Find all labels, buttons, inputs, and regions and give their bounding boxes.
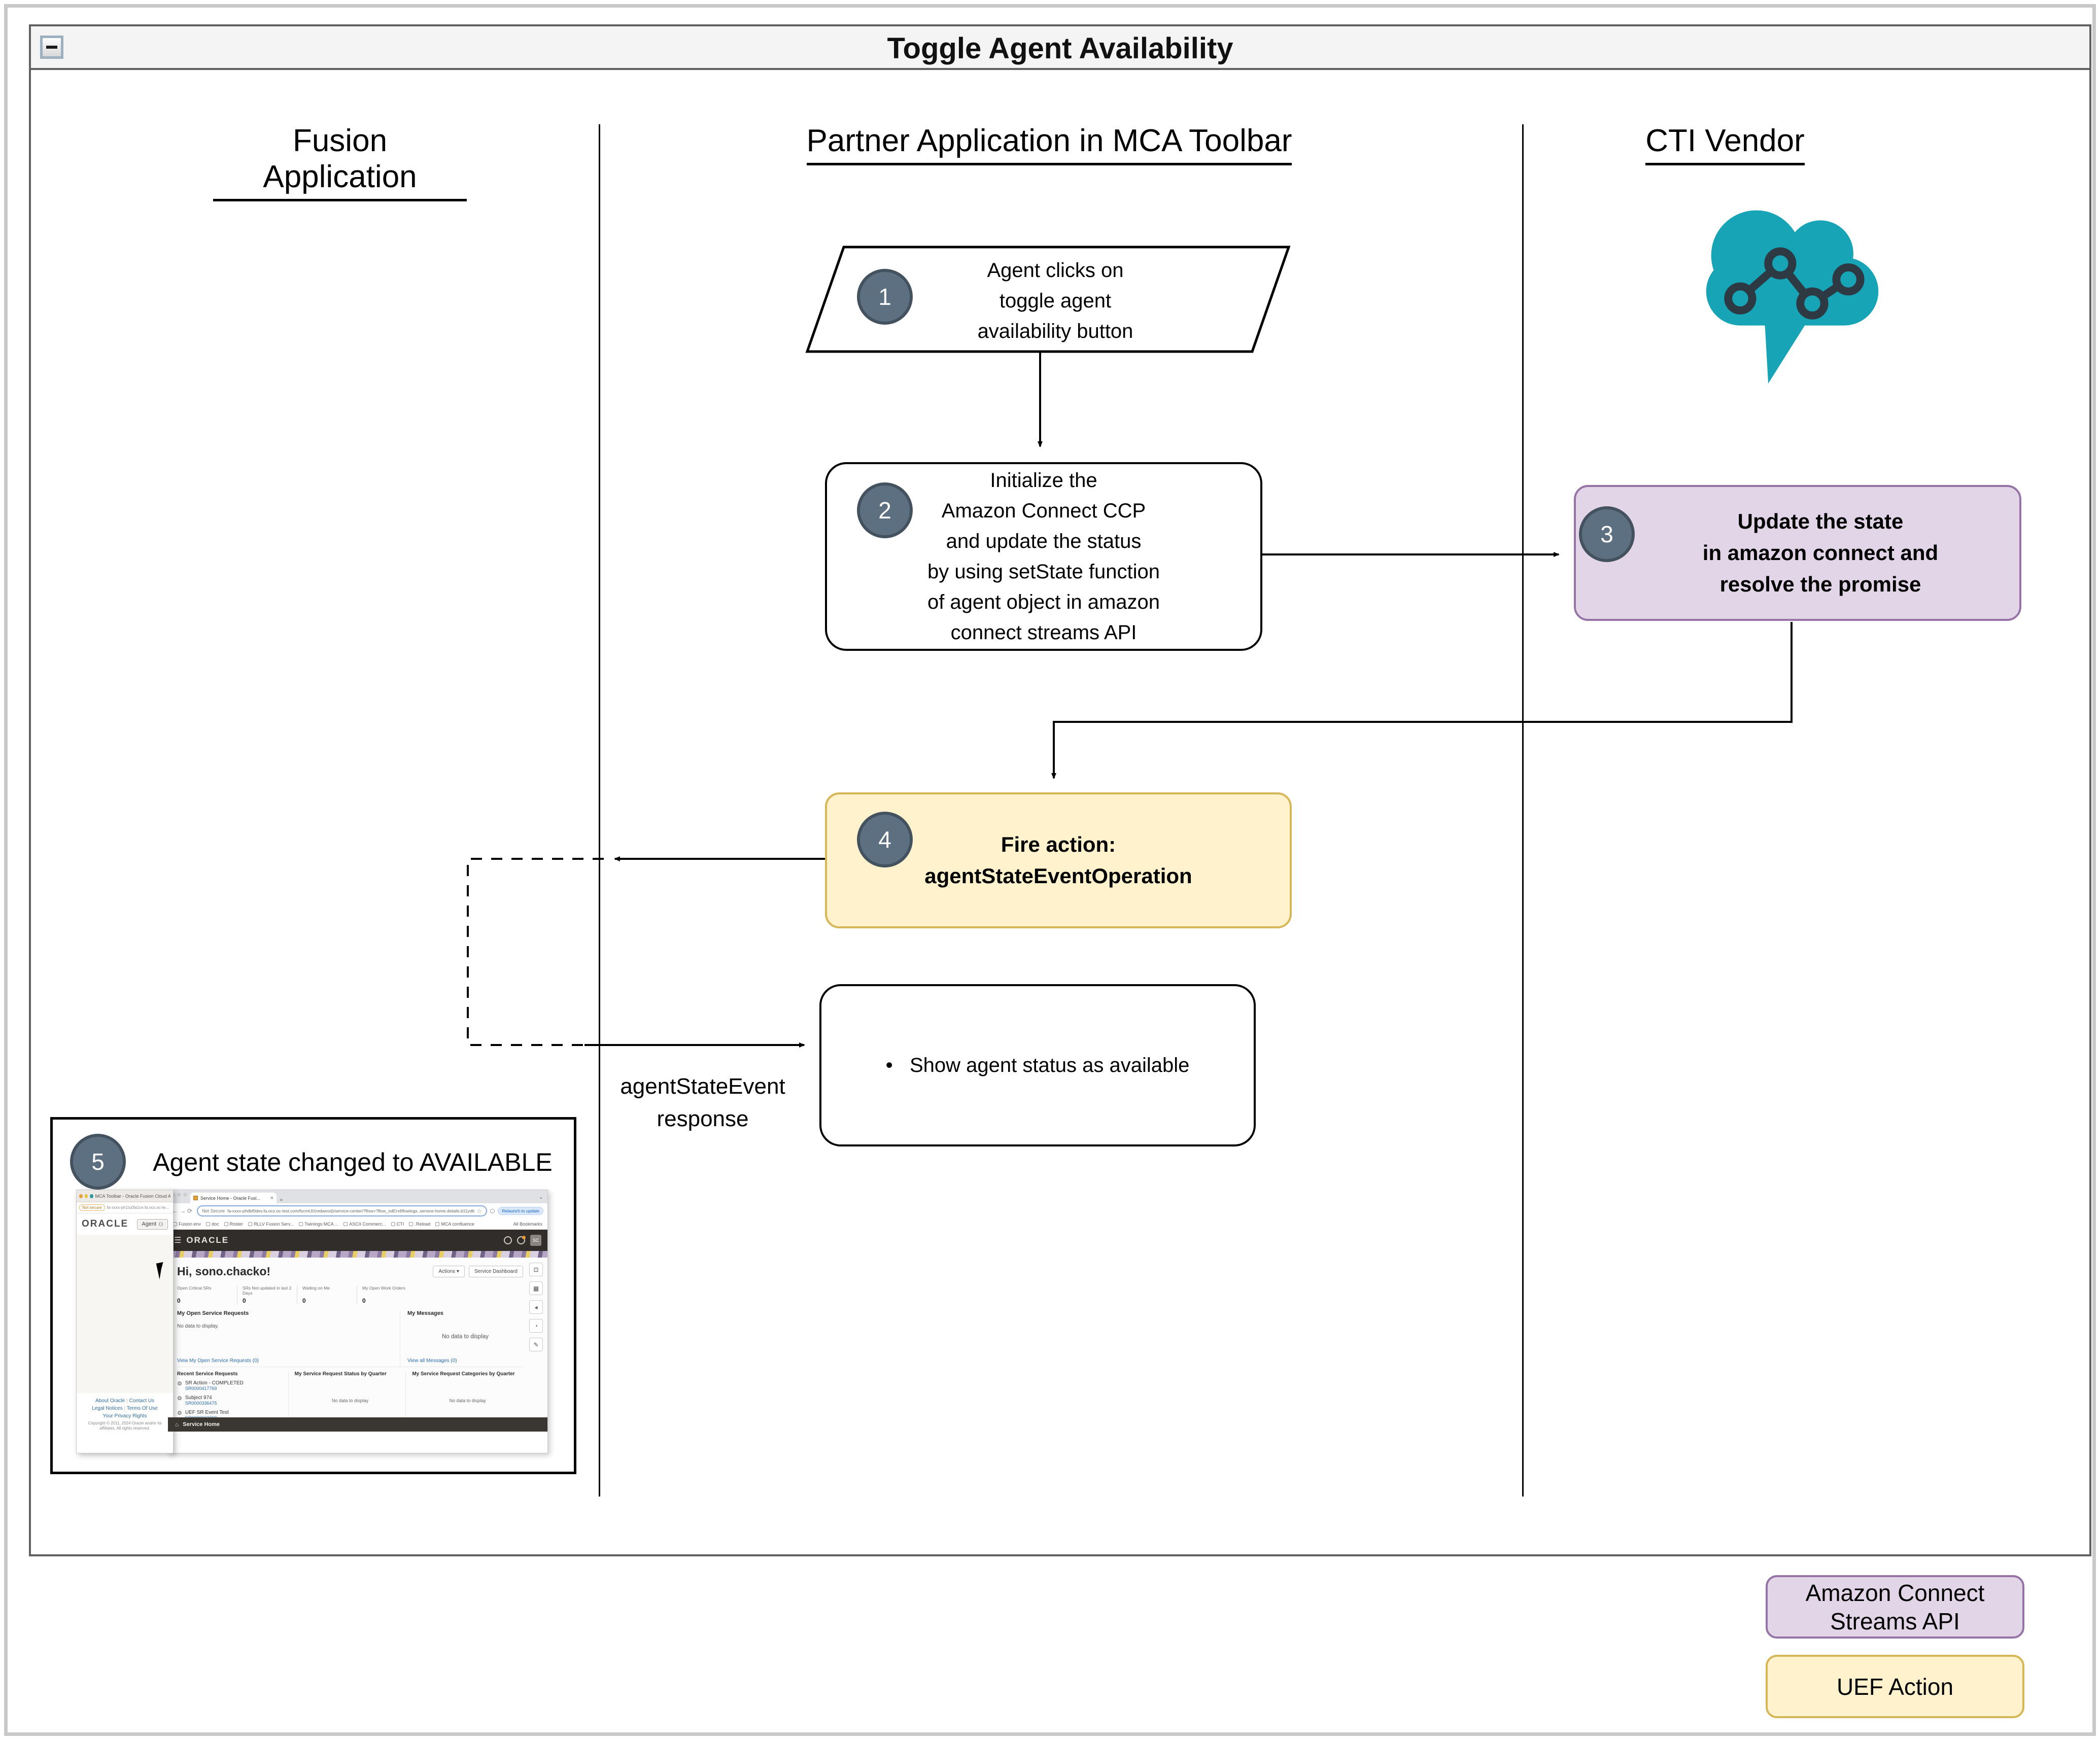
step2-number: 2 bbox=[878, 497, 891, 524]
browser-tab: Service Home - Oracle Fusi... × bbox=[190, 1193, 277, 1203]
bullet-glyph: • bbox=[885, 1054, 893, 1076]
diagram-title: Toggle Agent Availability bbox=[887, 31, 1233, 65]
legend-streams-api[interactable]: Amazon Connect Streams API bbox=[1766, 1575, 2024, 1639]
sr-icon: ⚙ bbox=[177, 1381, 182, 1387]
sr-status-section: My Service Request Status by Quarter No … bbox=[288, 1371, 406, 1432]
mca-toolbar-window: MCA Toolbar - Oracle Fusion Cloud Applic… bbox=[76, 1190, 174, 1453]
rail-contact-icon: ⊡ bbox=[529, 1263, 543, 1276]
side-rail: ⊡ ▦ ◂ ◔ ✎ bbox=[529, 1263, 545, 1351]
browser-update-button: Relaunch to update bbox=[498, 1207, 543, 1215]
lane-divider-1 bbox=[599, 124, 600, 1497]
agent-button: Agent ⚇ bbox=[137, 1219, 168, 1230]
mca-brand-row: ORACLE Agent ⚇ bbox=[77, 1213, 173, 1235]
oracle-logo: ORACLE bbox=[186, 1235, 229, 1245]
greeting: Hi, sono.chacko! bbox=[177, 1265, 271, 1278]
mca-titlebar: MCA Toolbar - Oracle Fusion Cloud Applic… bbox=[77, 1190, 173, 1202]
tab-close-icon: × bbox=[270, 1195, 273, 1201]
mca-body bbox=[77, 1235, 173, 1393]
bookmark-star-icon: ☆ bbox=[476, 1208, 482, 1214]
step5-screenshot: Service Home - Oracle Fusi... × + ⌄ ←→⟳ … bbox=[76, 1190, 548, 1454]
hero-banner bbox=[168, 1251, 547, 1258]
canvas-border bbox=[4, 4, 2096, 1736]
window-dot bbox=[79, 1194, 83, 1198]
url-field: Not Secure fa-xxxx-phdbf0dev.fa.ocs.oc-t… bbox=[197, 1205, 487, 1216]
window-dot bbox=[84, 1194, 88, 1198]
oracle-logo: ORACLE bbox=[82, 1219, 129, 1229]
cti-cloud-icon bbox=[1706, 210, 1879, 384]
step3-text: Update the state in amazon connect and r… bbox=[1702, 509, 1939, 596]
legend-uef-action[interactable]: UEF Action bbox=[1766, 1655, 2024, 1718]
tab-title: Service Home - Oracle Fusi... bbox=[200, 1195, 261, 1201]
browser-address-bar: ←→⟳ Not Secure fa-xxxx-phdbf0dev.fa.ocs.… bbox=[168, 1203, 547, 1219]
bookmarks-bar: Fusion env doc Roster RLLV Fusion Serv..… bbox=[168, 1219, 547, 1230]
mca-window-title: MCA Toolbar - Oracle Fusion Cloud Applic… bbox=[95, 1193, 171, 1199]
lane-header-fusion: Fusion Application bbox=[213, 123, 467, 201]
service-dashboard-button: Service Dashboard bbox=[468, 1266, 523, 1277]
rail-tools-icon: ✎ bbox=[529, 1338, 543, 1351]
app-header: ☰ ORACLE SC bbox=[168, 1230, 547, 1251]
person-icon: ⚇ bbox=[158, 1221, 163, 1228]
step4-number: 4 bbox=[878, 826, 891, 853]
show-status-box[interactable]: • Show agent status as available bbox=[819, 984, 1256, 1146]
mca-url-text: fa-xxxx-ph1tu0fa1ce.fa.ocs.oc-te... bbox=[107, 1205, 169, 1210]
step3-number: 3 bbox=[1600, 521, 1613, 547]
browser-window: Service Home - Oracle Fusi... × + ⌄ ←→⟳ … bbox=[167, 1190, 548, 1453]
step5-badge: 5 bbox=[70, 1134, 126, 1190]
mca-url-row: Not secure fa-xxxx-ph1tu0fa1ce.fa.ocs.oc… bbox=[77, 1202, 173, 1213]
menu-icon: ☰ bbox=[174, 1236, 182, 1245]
step2-badge: 2 bbox=[857, 482, 913, 538]
avatar: SC bbox=[530, 1235, 541, 1246]
url-text: fa-xxxx-phdbf0dev.fa.ocs.oc-test.com/fsc… bbox=[227, 1208, 474, 1213]
service-home-content: ⊡ ▦ ◂ ◔ ✎ Hi, sono.chacko! Actions ▾ Ser… bbox=[168, 1258, 547, 1432]
sr-icon: ⚙ bbox=[177, 1410, 182, 1416]
step2-text: Initialize the Amazon Connect CCP and up… bbox=[927, 469, 1160, 644]
sr-icon: ⚙ bbox=[177, 1396, 182, 1402]
step1-number: 1 bbox=[878, 284, 891, 310]
extensions-icon: ⬡ bbox=[490, 1208, 495, 1214]
step4-badge: 4 bbox=[857, 812, 913, 867]
rail-grid-icon: ▦ bbox=[529, 1281, 543, 1295]
open-sr-section: My Open Service Requests No data to disp… bbox=[177, 1310, 400, 1367]
rail-collapse-icon: ◂ bbox=[529, 1300, 543, 1314]
step3-box[interactable]: Update the state in amazon connect and r… bbox=[1574, 485, 2021, 621]
step3-badge: 3 bbox=[1579, 506, 1635, 562]
step5-text: Agent state changed to AVAILABLE bbox=[153, 1148, 553, 1176]
show-status-text: • Show agent status as available bbox=[885, 1054, 1190, 1076]
window-dot bbox=[90, 1194, 93, 1198]
tab-favicon bbox=[193, 1196, 198, 1200]
lane-header-cti: CTI Vendor bbox=[1598, 123, 1852, 165]
actions-button: Actions ▾ bbox=[433, 1266, 465, 1277]
list-item: ⚙ SR Action - COMPLETED SR0000417769 bbox=[177, 1380, 244, 1391]
step1-text: Agent clicks on toggle agent availabilit… bbox=[977, 259, 1133, 342]
lane-divider-2 bbox=[1522, 124, 1524, 1497]
not-secure-pill: Not secure bbox=[79, 1204, 105, 1211]
diagram-titlebar: Toggle Agent Availability bbox=[31, 26, 2089, 70]
service-home-footer: ⌂ Service Home bbox=[168, 1417, 547, 1432]
list-item: ⚙ Subject 974 SR0000336475 bbox=[177, 1395, 217, 1406]
browser-tabbar: Service Home - Oracle Fusi... × + ⌄ bbox=[168, 1190, 547, 1203]
step1-badge: 1 bbox=[857, 269, 913, 325]
alerts-icon bbox=[517, 1236, 526, 1244]
tab-search-chevron-icon: ⌄ bbox=[538, 1194, 543, 1200]
home-icon: ⌂ bbox=[175, 1421, 179, 1428]
not-secure-label: Not Secure bbox=[202, 1208, 225, 1213]
step2-box[interactable]: Initialize the Amazon Connect CCP and up… bbox=[825, 462, 1262, 651]
response-label: agentStateEvent response bbox=[620, 1074, 785, 1131]
new-tab-icon: + bbox=[280, 1197, 283, 1203]
sr-categories-section: My Service Request Categories by Quarter… bbox=[405, 1371, 523, 1432]
collapse-button[interactable] bbox=[40, 36, 63, 59]
lane-header-partner: Partner Application in MCA Toolbar bbox=[796, 123, 1303, 165]
notifications-icon bbox=[504, 1236, 512, 1244]
mouse-cursor-icon bbox=[156, 1262, 167, 1280]
rail-history-icon: ◔ bbox=[529, 1319, 543, 1333]
step4-text: Fire action: agentStateEventOperation bbox=[924, 832, 1192, 888]
messages-section: My Messages No data to display View all … bbox=[407, 1310, 489, 1364]
step5-number: 5 bbox=[91, 1149, 105, 1175]
nav-icons: ←→⟳ bbox=[172, 1207, 194, 1214]
view-open-sr-link: View My Open Service Requests (0) bbox=[177, 1358, 259, 1364]
minus-icon bbox=[46, 46, 57, 49]
view-messages-link: View all Messages (0) bbox=[407, 1358, 457, 1364]
mca-footer-links: About Oracle | Contact Us Legal Notices … bbox=[88, 1398, 162, 1431]
